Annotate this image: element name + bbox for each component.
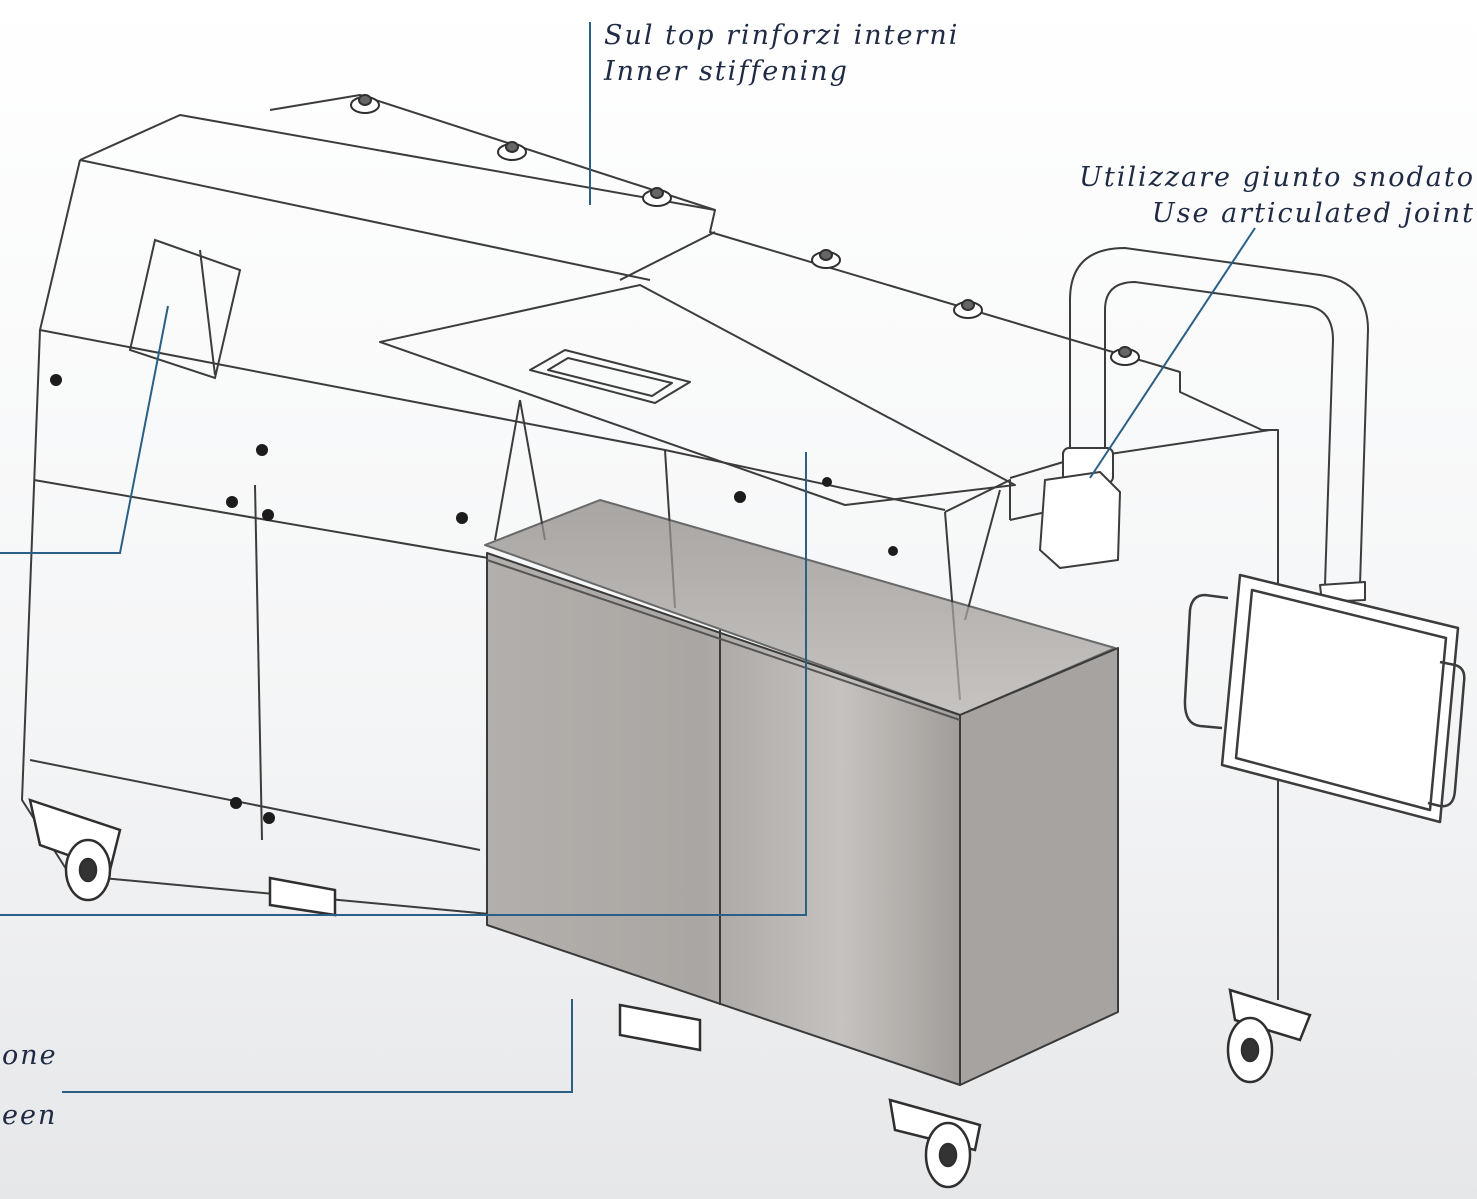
leader-panel [0,452,807,916]
control-panel [1183,573,1466,824]
screw-holes [50,374,898,824]
annotation-top: Sul top rinforzi interni Inner stiffenin… [604,18,959,90]
jack-foot-center [618,1003,702,1052]
steel-cabinet [484,499,1119,1086]
annotation-right-line2: Use articulated joint [1151,198,1475,229]
caster-wheels [28,798,1312,1189]
articulated-arm [1039,247,1369,603]
annotation-top-line2: Inner stiffening [604,56,849,87]
wheel-front-left [28,798,122,902]
leader-lines [0,22,1256,1093]
leader-bottom [62,999,573,1093]
wheel-rear-right [1226,988,1312,1084]
top-bolts [350,94,1140,366]
annotation-right-line1: Utilizzare giunto snodato [1079,162,1475,193]
jack-foot-left [268,876,337,917]
annotation-bottom-line2: een [2,1100,58,1131]
leader-right [1089,227,1256,479]
inspection-window [128,238,242,380]
wheel-front-center [888,1098,982,1189]
annotation-bottom: one een [2,1026,58,1146]
leader-window [0,305,169,554]
annotation-top-line1: Sul top rinforzi interni [604,20,960,51]
annotation-bottom-line1: one [2,1040,58,1071]
annotation-right: Utilizzare giunto snodato Use articulate… [1079,160,1475,232]
